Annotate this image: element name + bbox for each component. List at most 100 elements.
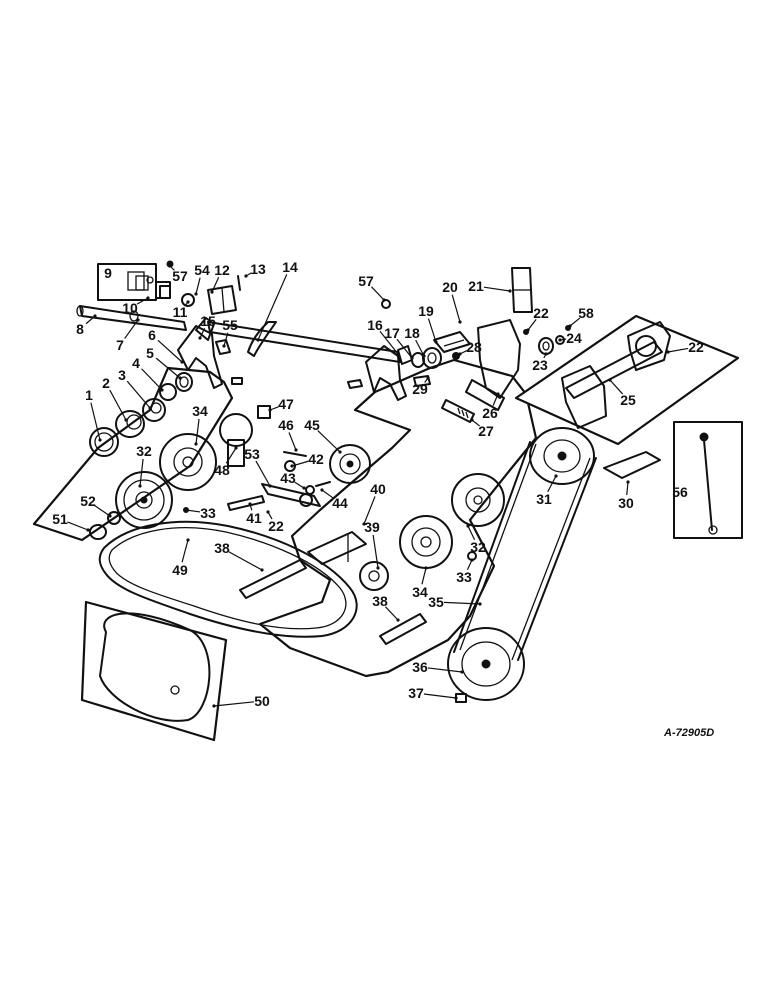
leader-c40 [363,496,376,525]
nut-42 [284,460,296,472]
leader-c17 [396,338,413,359]
leader-c15 [199,327,206,339]
leader-tip-c2 [124,418,128,422]
callout-c1: 1 [85,387,93,403]
leader-c25 [609,379,624,395]
leader-tip-c57a [168,264,172,268]
callout-c52: 52 [80,493,96,509]
callout-c17: 17 [384,325,400,341]
leader-tip-c37 [454,696,458,700]
fitting-57-b [381,299,391,309]
brace-38-right [379,613,427,645]
callout-c44: 44 [332,495,348,511]
leader-tip-c50 [212,704,216,708]
leader-tip-c10 [146,296,150,300]
leader-c19 [427,318,437,343]
leader-tip-c39 [376,566,380,570]
callout-c43: 43 [280,470,296,486]
leader-tip-c8 [93,314,97,318]
callout-c21: 21 [468,278,484,294]
sheave-32-left [115,471,173,529]
leader-c43 [294,481,305,489]
flange-39 [359,561,389,591]
leader-c51 [67,521,89,531]
leader-tip-c11 [186,300,190,304]
leader-tip-c24 [558,338,562,342]
callout-c53: 53 [244,446,260,462]
ring-4 [159,383,177,401]
callout-c35: 35 [428,594,444,610]
callout-c4: 4 [132,355,140,371]
leader-c22b [667,347,689,353]
leader-tip-c6a [180,360,184,364]
callout-c34a: 34 [192,403,208,419]
leader-tip-c22b [666,350,670,354]
leader-tip-c40 [362,522,366,526]
leader-tip-c38a [260,568,264,572]
leader-tip-c17 [410,356,414,360]
leader-tip-c14 [256,338,260,342]
leader-tip-c25 [608,378,612,382]
leader-c36 [427,667,463,673]
leader-c12 [211,277,220,293]
callout-c40: 40 [370,481,386,497]
callout-c50: 50 [254,693,270,709]
leader-c26 [492,393,499,406]
leader-c14 [257,274,288,341]
v-belt-49 [98,520,358,638]
callout-c55: 55 [222,317,238,333]
leader-c53 [255,460,271,487]
leader-c34a [195,418,200,445]
sheave-32-right [451,473,505,527]
key-6-center [347,379,363,389]
callout-c16: 16 [367,317,383,333]
leader-tip-c54 [194,292,198,296]
leader-tip-c35 [478,602,482,606]
callout-c32a: 32 [136,443,152,459]
clamp-15 [195,317,215,341]
callout-c15: 15 [200,313,216,329]
callout-c48: 48 [214,462,230,478]
rod-14 [247,321,277,357]
callout-c6a: 6 [148,327,156,343]
leader-c49 [181,539,189,563]
upper-pulley-31 [529,427,595,485]
leader-c8 [85,315,96,325]
idler-arm-53 [261,483,321,507]
bolt-13 [237,275,241,291]
shift-fork-right [365,345,407,401]
leader-c32b [467,525,476,541]
v-belt-35 [453,441,597,661]
callout-c47: 47 [278,396,294,412]
leader-c39 [372,534,379,569]
callout-c36: 36 [412,659,428,675]
callout-c33b: 33 [456,569,472,585]
leader-c22a [527,318,537,331]
leader-tip-c38b [396,618,400,622]
callout-c2: 2 [102,375,110,391]
drive-sheave-36 [447,627,525,701]
cup-2 [115,410,145,438]
leader-c4 [141,368,163,391]
callout-c11: 11 [173,304,188,320]
leader-tip-c19 [434,340,438,344]
callout-c25: 25 [620,392,636,408]
leader-tip-c27 [470,418,474,422]
leader-tip-c20 [458,320,462,324]
bracket-19-20 [433,331,471,353]
leader-c38b [385,606,399,621]
leader-tip-c22a [526,328,530,332]
key-6-left [231,377,243,385]
bolt-55 [215,339,231,355]
leader-tip-c46 [294,448,298,452]
leader-tip-c34b [424,566,428,570]
leader-c38a [228,551,263,571]
callout-c37: 37 [408,685,424,701]
leader-tip-c33b [470,558,474,562]
callout-c34b: 34 [412,584,428,600]
drive-shaft-8 [76,305,187,331]
leader-tip-c47 [268,408,272,412]
callout-c22b: 22 [688,339,704,355]
leader-tip-c13 [244,274,248,278]
